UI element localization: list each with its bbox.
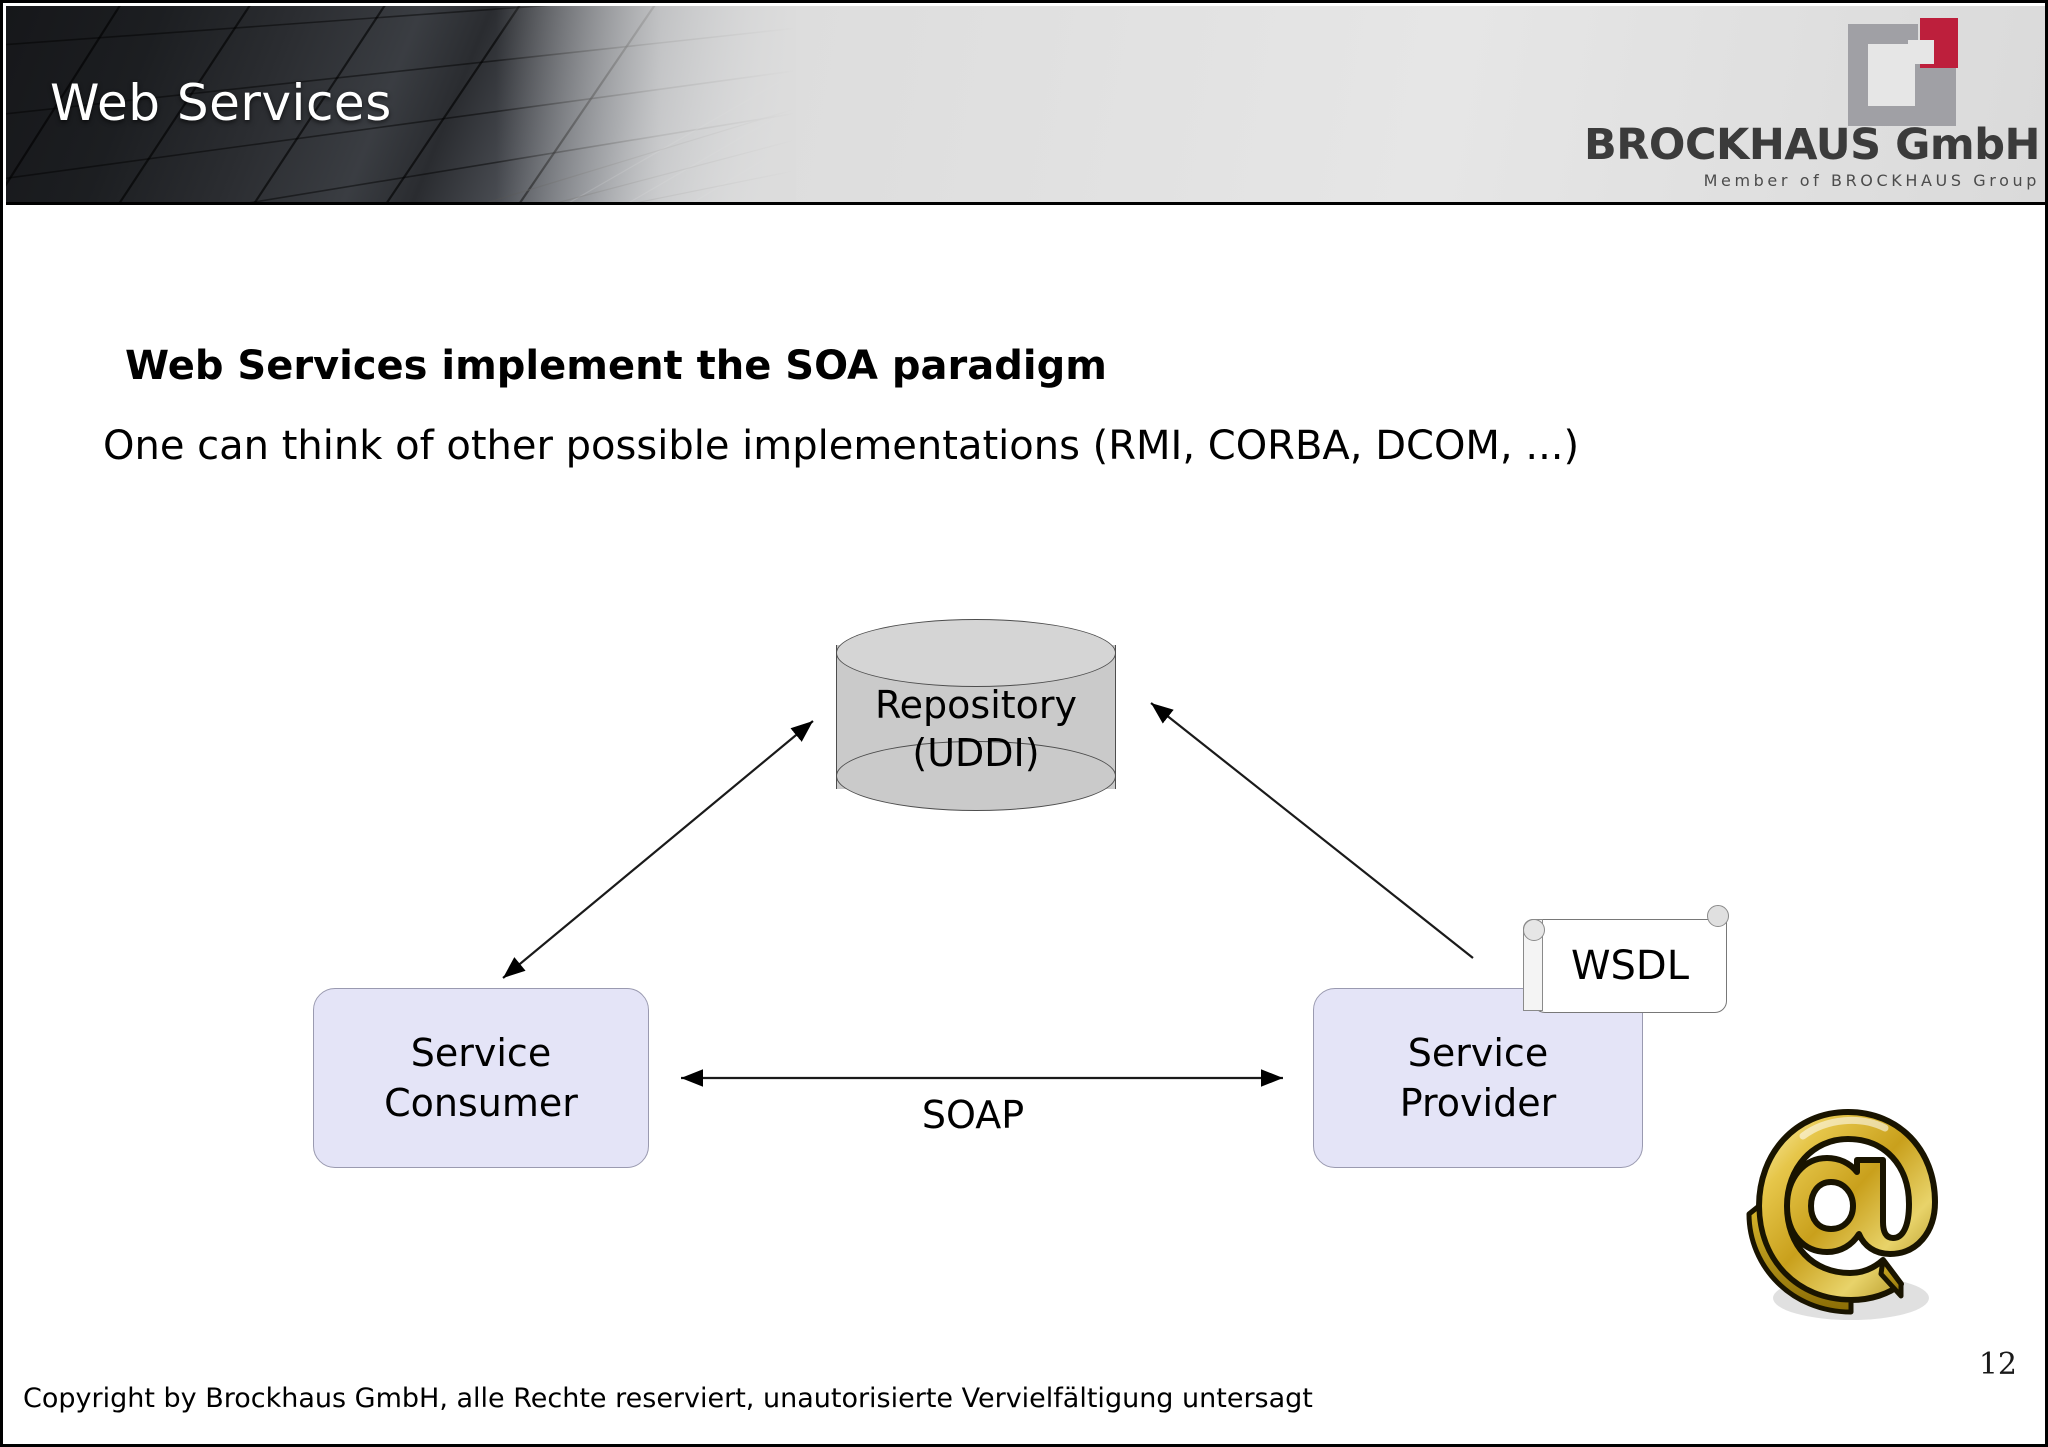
logo-tagline: Member of BROCKHAUS Group [1703,171,2040,190]
cylinder-bottom [836,741,1116,811]
service-consumer-line2: Consumer [384,1081,578,1125]
arrow-provider-repository [1150,702,1474,959]
service-consumer-label: Service Consumer [384,1028,578,1128]
logo-shape-white-notch [1868,44,1915,106]
content-headline: Web Services implement the SOA paradigm [125,343,1107,389]
slide-header: Web Services BROCKHAUS GmbH Member of BR… [6,6,2045,203]
wsdl-sheet [1533,919,1727,1013]
page-title: Web Services [50,74,392,132]
wsdl-right-curl [1707,905,1729,927]
service-provider-node[interactable]: Service Provider [1313,988,1643,1168]
footer-copyright: Copyright by Brockhaus GmbH, alle Rechte… [23,1383,1313,1414]
repository-label-line2: (UDDI) [912,731,1040,775]
header-photo-fade [496,6,796,203]
logo-shape-white-notch-2 [1908,40,1934,64]
service-consumer-line1: Service [410,1031,552,1075]
wsdl-label: WSDL [1570,943,1690,989]
repository-label: Repository (UDDI) [836,681,1116,777]
cylinder-top [836,619,1116,687]
header-divider [6,202,2045,205]
soap-label: SOAP [921,1093,1025,1137]
service-consumer-node[interactable]: Service Consumer [313,988,649,1168]
brand-logo: BROCKHAUS GmbH Member of BROCKHAUS Group [1570,8,2041,202]
logo-company-name: BROCKHAUS GmbH [1584,120,2041,170]
brockhaus-logo-icon [1848,18,1958,126]
content-subline: One can think of other possible implemen… [103,423,1580,469]
at-symbol-icon [1743,1098,1953,1328]
header-photo [6,6,796,203]
wsdl-document-icon[interactable]: WSDL [1523,905,1729,1013]
service-provider-label: Service Provider [1400,1028,1556,1128]
arrow-consumer-repository [502,720,814,979]
repository-label-line1: Repository [874,683,1078,727]
service-provider-line1: Service [1407,1031,1549,1075]
wsdl-left-curl-cap [1523,919,1545,941]
page-number: 12 [1978,1347,2017,1382]
repository-node[interactable]: Repository (UDDI) [836,619,1116,813]
service-provider-line2: Provider [1399,1081,1557,1125]
